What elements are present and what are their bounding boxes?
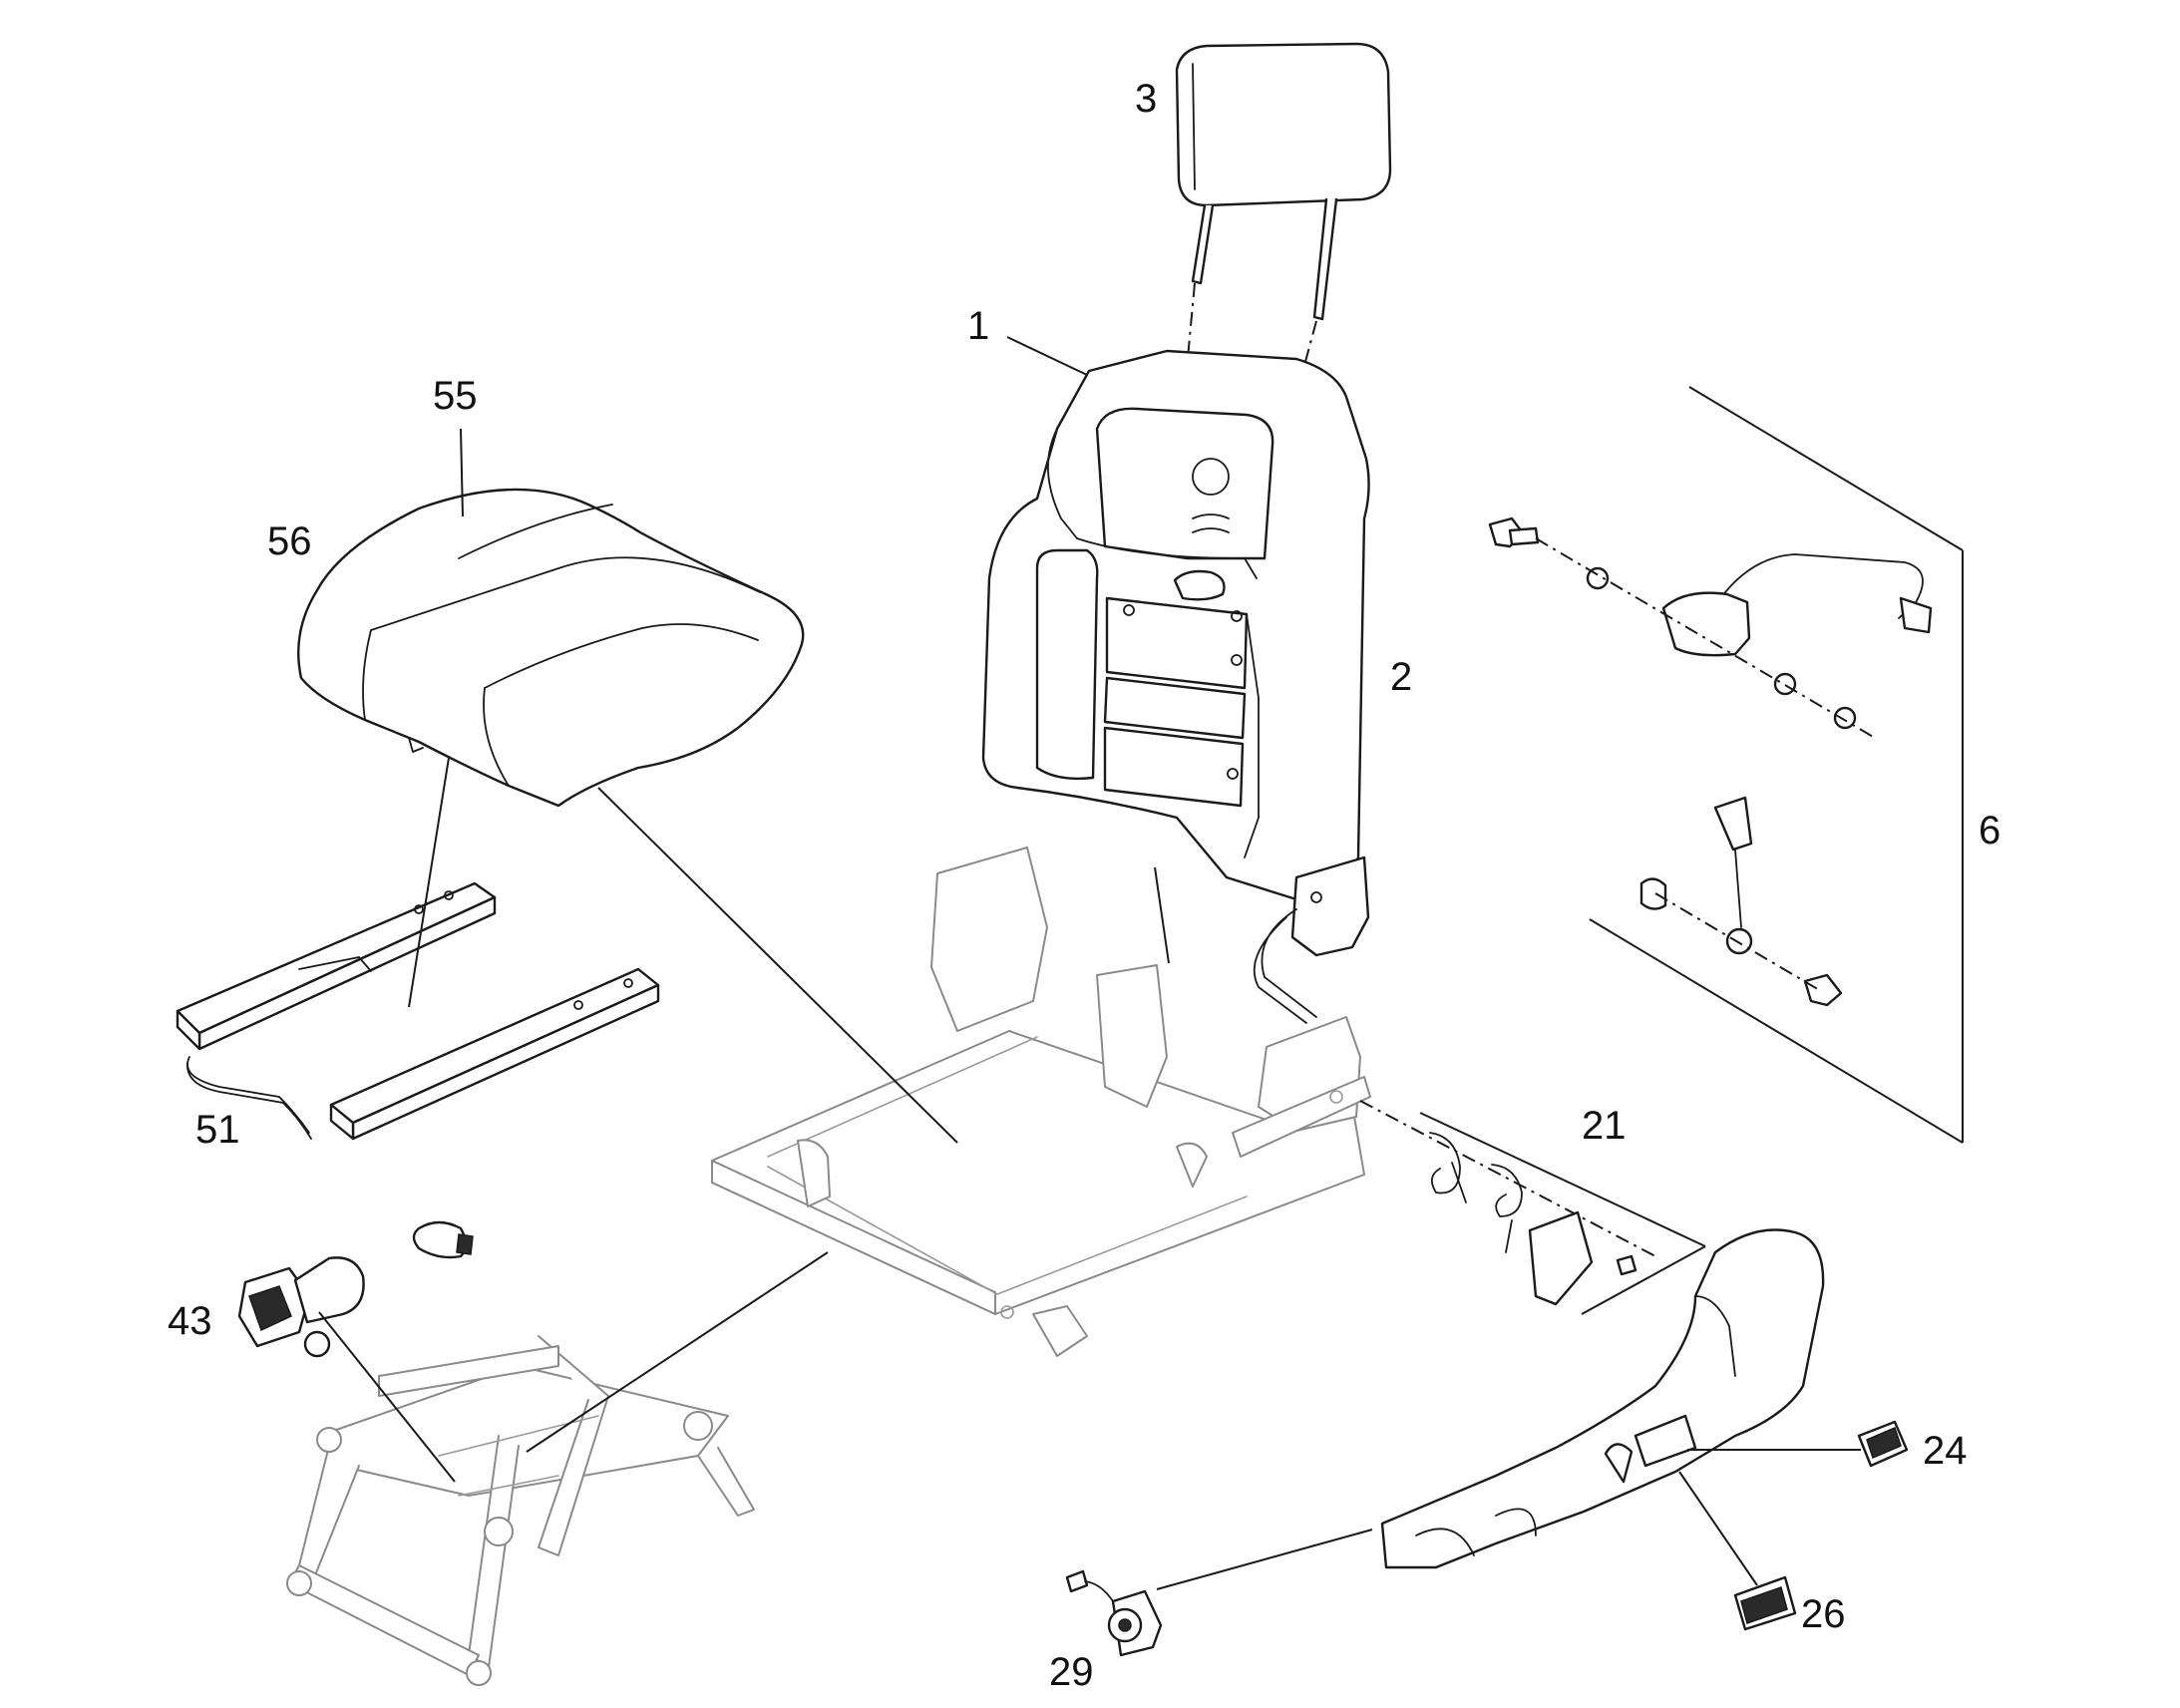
seat-belt-icon bbox=[1488, 516, 1933, 1007]
callout-6: 6 bbox=[1979, 809, 2000, 853]
backrest-cables bbox=[1253, 908, 1317, 1024]
leader-1 bbox=[1006, 336, 1088, 376]
callout-51: 51 bbox=[195, 1108, 240, 1152]
callout-1: 1 bbox=[967, 304, 989, 348]
callout-2: 2 bbox=[1390, 655, 1412, 699]
leader-cushion-to-frame bbox=[597, 787, 958, 1144]
bracket-21-side bbox=[1581, 1245, 1706, 1315]
callout-56: 56 bbox=[267, 519, 312, 563]
leader-55 bbox=[460, 428, 464, 517]
bracket-6-bottom bbox=[1589, 918, 1964, 1144]
leader-26 bbox=[1678, 1471, 1758, 1586]
belt-bolt-dash-lower bbox=[1654, 892, 1822, 992]
headrest-icon bbox=[1175, 42, 1392, 321]
callout-3: 3 bbox=[1135, 77, 1157, 121]
seat-rail-icon bbox=[176, 881, 660, 1141]
leader-frame-to-lift bbox=[526, 1251, 829, 1453]
callout-29: 29 bbox=[1049, 1650, 1094, 1694]
bracket-21-top bbox=[1419, 1112, 1706, 1247]
leader-43 bbox=[318, 1311, 456, 1483]
scissor-lift-icon bbox=[286, 1335, 755, 1686]
callout-24: 24 bbox=[1923, 1429, 1968, 1473]
seat-cushion-icon bbox=[297, 488, 805, 808]
motor-icon bbox=[237, 1220, 474, 1358]
seat-frame-icon bbox=[711, 847, 1371, 1357]
belt-bolt-dash-upper bbox=[1535, 537, 1876, 739]
switch-icon bbox=[1857, 1420, 1909, 1468]
callout-21: 21 bbox=[1582, 1104, 1627, 1148]
bracket-6-top bbox=[1688, 386, 1964, 551]
callout-55: 55 bbox=[433, 374, 478, 418]
callout-26: 26 bbox=[1801, 1592, 1846, 1636]
recliner-spring-icon bbox=[1429, 1132, 1637, 1306]
leader-backrest-to-frame bbox=[1154, 866, 1170, 964]
leader-51-to-cushion bbox=[408, 757, 450, 1008]
side-trim-icon bbox=[1380, 1228, 1825, 1569]
lever-pivot-dash bbox=[1359, 1100, 1656, 1257]
switch-icon bbox=[1733, 1575, 1797, 1631]
leader-29 bbox=[1156, 1529, 1373, 1590]
backrest-icon bbox=[981, 349, 1370, 957]
callout-43: 43 bbox=[168, 1299, 212, 1343]
knob-icon bbox=[1065, 1569, 1163, 1657]
